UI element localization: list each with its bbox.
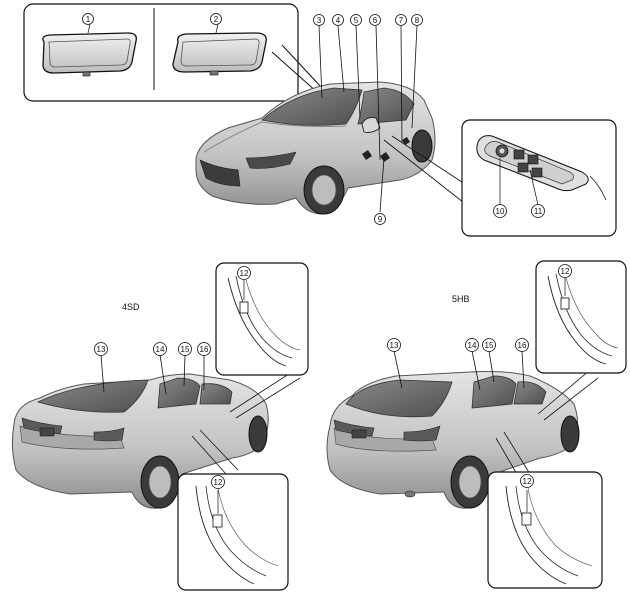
svg-text:14: 14: [156, 345, 165, 354]
callout-6: 6: [369, 14, 381, 26]
callout-12-sedan-lower: 12: [211, 475, 225, 489]
sedan-label: 4SD: [122, 302, 140, 312]
callout-12-hatchback-upper: 12: [558, 264, 572, 278]
svg-text:14: 14: [468, 341, 477, 350]
svg-text:2: 2: [214, 15, 219, 24]
callout-15-sedan: 15: [178, 342, 192, 356]
leader-line: [271, 51, 319, 94]
svg-text:13: 13: [97, 345, 106, 354]
rearview-mirror-standard: [42, 23, 137, 77]
callout-5: 5: [350, 14, 362, 26]
rearview-mirror-auto-dimming: [172, 23, 267, 76]
callout-10: 10: [493, 204, 507, 218]
svg-text:11: 11: [534, 207, 543, 216]
callout-9: 9: [374, 213, 386, 225]
hatchback-rear-door-switch-inset-upper: [535, 260, 627, 374]
callout-12-sedan-upper: 12: [237, 266, 251, 280]
callout-2: 2: [210, 13, 222, 25]
callout-leaders-top: [318, 25, 475, 213]
sedan-rear-door-switch-inset-upper: [215, 262, 309, 376]
sedan-rear-illustration: [11, 373, 269, 509]
svg-text:15: 15: [181, 345, 190, 354]
svg-text:8: 8: [415, 16, 420, 25]
sedan-rear-door-switch-inset-lower: [177, 473, 289, 591]
callout-leaders-hatchback: [393, 350, 599, 477]
svg-text:15: 15: [485, 341, 494, 350]
hatchback-rear-door-switch-inset-lower: [487, 471, 603, 589]
svg-text:10: 10: [496, 207, 505, 216]
svg-text:9: 9: [378, 215, 383, 224]
svg-text:12: 12: [240, 269, 249, 278]
leader-line: [281, 44, 323, 89]
svg-text:12: 12: [214, 478, 223, 487]
hatchback-label: 5HB: [452, 294, 470, 304]
callout-1: 1: [82, 13, 94, 25]
svg-text:12: 12: [523, 477, 532, 486]
svg-text:4: 4: [336, 16, 341, 25]
power-window-switch-inset: [461, 119, 617, 237]
callout-15-hatchback: 15: [482, 338, 496, 352]
svg-text:16: 16: [518, 341, 527, 350]
callout-14-hatchback: 14: [465, 338, 479, 352]
svg-text:13: 13: [390, 341, 399, 350]
callout-3: 3: [313, 14, 325, 26]
rearview-mirror-inset: [23, 3, 299, 102]
callout-7: 7: [395, 14, 407, 26]
svg-text:6: 6: [373, 16, 378, 25]
front-car-illustration: [195, 81, 436, 215]
callout-8: 8: [411, 14, 423, 26]
callout-13-hatchback: 13: [387, 338, 401, 352]
svg-text:16: 16: [200, 345, 209, 354]
callout-12-hatchback-lower: 12: [520, 474, 534, 488]
callout-16-sedan: 16: [197, 342, 211, 356]
svg-text:3: 3: [317, 16, 322, 25]
svg-text:12: 12: [561, 267, 570, 276]
callout-13-sedan: 13: [94, 342, 108, 356]
svg-text:1: 1: [86, 15, 91, 24]
callout-14-sedan: 14: [153, 342, 167, 356]
svg-text:7: 7: [399, 16, 404, 25]
callout-16-hatchback: 16: [515, 338, 529, 352]
svg-text:5: 5: [354, 16, 359, 25]
callout-11: 11: [531, 204, 545, 218]
callout-leaders-sedan: [100, 354, 301, 475]
hatchback-rear-illustration: [326, 371, 580, 509]
callout-4: 4: [332, 14, 344, 26]
